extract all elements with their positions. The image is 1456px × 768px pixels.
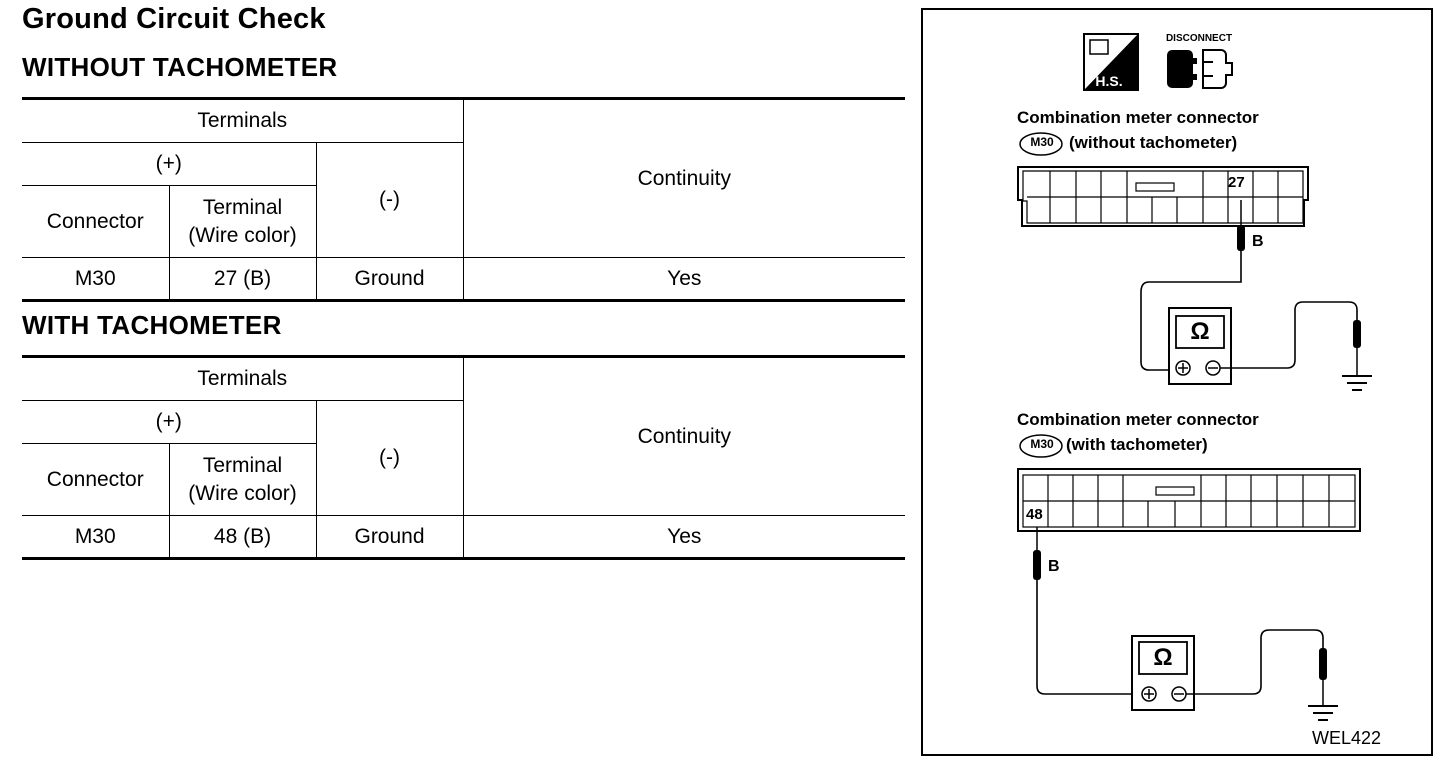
page-title: Ground Circuit Check <box>22 3 326 35</box>
connector-header: Connector <box>22 443 170 516</box>
m30-badge-shape <box>1019 132 1063 156</box>
connector1-badge: M30 <box>1030 135 1054 149</box>
terminals-header: Terminals <box>22 355 464 401</box>
plus-header: (+) <box>22 400 317 444</box>
connector1-subtitle: (without tachometer) <box>1069 133 1238 152</box>
ohm-symbol: Ω <box>1190 318 1210 345</box>
table-row: M30 27 (B) Ground Yes <box>22 257 906 302</box>
terminal-header-line2: (Wire color) <box>188 223 297 247</box>
wiring-diagram: H.S. DISCONNECT <box>921 8 1433 756</box>
plus-header: (+) <box>22 142 317 186</box>
connector-header: Connector <box>22 185 170 258</box>
connector2-subtitle: (with tachometer) <box>1066 435 1208 454</box>
row-continuity: Yes <box>462 257 906 302</box>
m30-badge-shape <box>1019 434 1063 458</box>
ohm-symbol: Ω <box>1153 644 1173 671</box>
terminal-header: Terminal (Wire color) <box>168 185 317 258</box>
diagram-drawing: H.S. DISCONNECT <box>1017 33 1372 721</box>
connector2-wire: B <box>1048 558 1060 575</box>
row-terminal: 48 (B) <box>168 515 317 560</box>
continuity-header: Continuity <box>462 97 906 258</box>
section-heading-with-tachometer: WITH TACHOMETER <box>22 310 282 340</box>
row-terminal: 27 (B) <box>168 257 317 302</box>
connector2-badge: M30 <box>1030 437 1054 451</box>
row-connector: M30 <box>22 257 170 302</box>
connector1-wire: B <box>1252 233 1264 250</box>
connector2-title: Combination meter connector <box>1017 410 1259 429</box>
continuity-header: Continuity <box>462 355 906 516</box>
terminals-header: Terminals <box>22 97 464 143</box>
connector1-title: Combination meter connector <box>1017 108 1259 127</box>
table-row: M30 48 (B) Ground Yes <box>22 515 906 560</box>
connector2-terminal: 48 <box>1026 506 1043 523</box>
spec-table-with-tachometer: Terminals Continuity (+) (-) Connector T… <box>22 355 906 560</box>
terminal-header: Terminal (Wire color) <box>168 443 317 516</box>
hs-label: H.S. <box>1095 73 1122 89</box>
terminal-header-line2: (Wire color) <box>188 481 297 505</box>
connector1-terminal: 27 <box>1228 174 1245 191</box>
figure-id: WEL422 <box>1312 728 1382 748</box>
spec-table-without-tachometer: Terminals Continuity (+) (-) Connector T… <box>22 97 906 302</box>
disconnect-icon: DISCONNECT <box>1166 33 1233 89</box>
row-minus: Ground <box>315 515 464 560</box>
row-minus: Ground <box>315 257 464 302</box>
disconnect-label: DISCONNECT <box>1166 33 1232 44</box>
row-continuity: Yes <box>462 515 906 560</box>
terminal-header-line1: Terminal <box>202 195 283 219</box>
connector-with-tachometer <box>1017 434 1361 721</box>
row-connector: M30 <box>22 515 170 560</box>
minus-header: (-) <box>315 400 464 516</box>
minus-header: (-) <box>315 142 464 258</box>
terminal-header-line1: Terminal <box>202 453 283 477</box>
section-heading-without-tachometer: WITHOUT TACHOMETER <box>22 52 338 82</box>
hs-icon: H.S. <box>1083 33 1139 91</box>
connector-without-tachometer <box>1017 132 1372 391</box>
